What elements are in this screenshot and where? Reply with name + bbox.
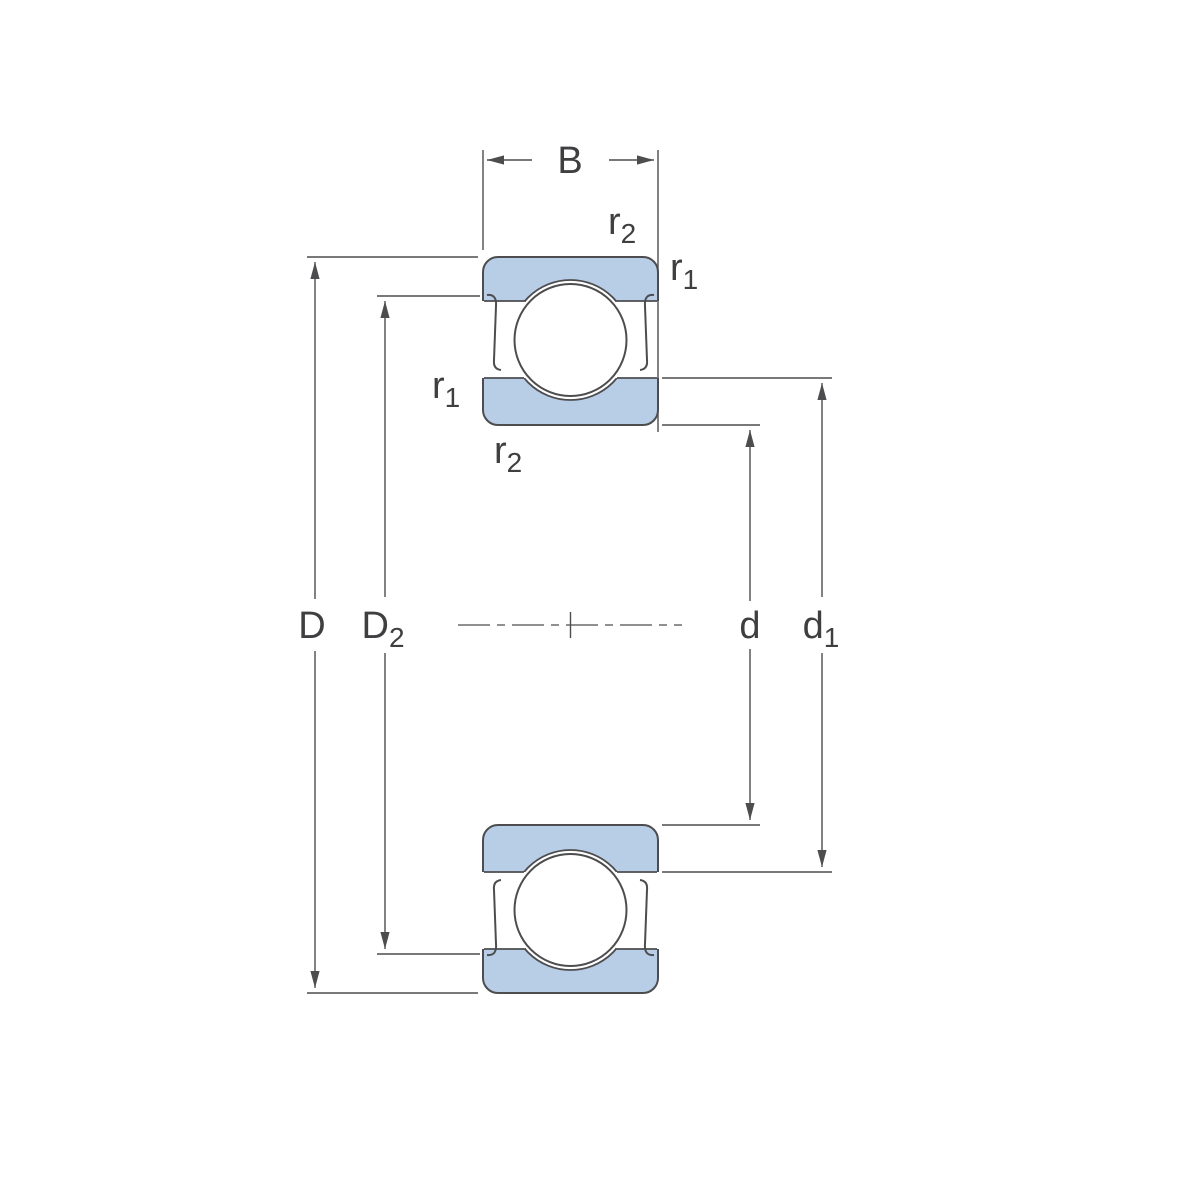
label-r1-upper: r1: [670, 247, 698, 295]
label-r2-left: r2: [494, 430, 522, 478]
label-r1-left: r1: [432, 365, 460, 413]
label-d1: d1: [803, 605, 840, 653]
label-d: d: [739, 605, 760, 647]
label-D: D: [298, 605, 325, 647]
shield-left-lower: [486, 879, 502, 957]
label-r2-upper: r2: [608, 201, 636, 249]
shield-right-lower: [639, 879, 655, 957]
ball-upper: [513, 283, 628, 397]
dimension-d: d: [662, 424, 761, 826]
label-B: B: [557, 140, 582, 182]
dimension-B: B: [482, 140, 659, 432]
dimension-D2: D2: [361, 295, 480, 955]
axis-centerline: [458, 612, 682, 638]
bearing-section-upper: [481, 256, 660, 426]
shield-left-upper: [486, 293, 502, 371]
radius-labels: r2 r1 r1 r2: [432, 201, 698, 478]
bearing-section-lower: [481, 824, 660, 994]
label-D2: D2: [361, 605, 404, 653]
shield-right-upper: [639, 293, 655, 371]
dimension-d1: d1: [662, 377, 840, 873]
ball-lower: [513, 853, 628, 967]
dimension-D: D: [298, 256, 478, 994]
